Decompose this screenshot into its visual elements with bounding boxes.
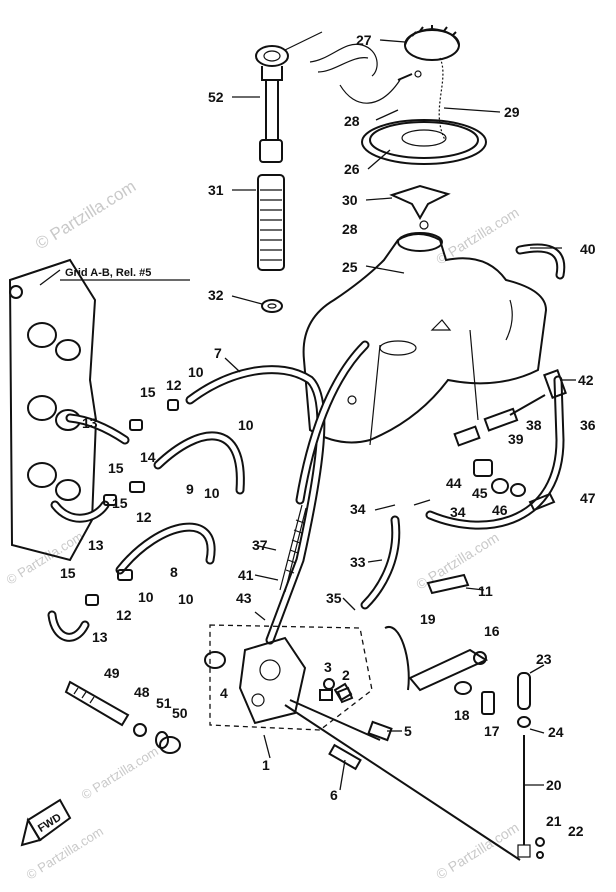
callout-47: 47	[580, 490, 596, 506]
callout-30: 30	[342, 192, 358, 208]
callout-50: 50	[172, 705, 188, 721]
hose-fittings	[85, 399, 179, 606]
callout-13: 13	[82, 415, 98, 431]
callout-34: 34	[450, 504, 466, 520]
callout-14: 14	[140, 449, 156, 465]
washer-3	[323, 678, 335, 690]
callout-26: 26	[344, 161, 360, 177]
callout-10: 10	[188, 364, 204, 380]
cap-wire	[309, 43, 422, 104]
callout-35: 35	[326, 590, 342, 606]
callout-46: 46	[492, 502, 508, 518]
bracket	[389, 184, 451, 221]
callout-16: 16	[484, 623, 500, 639]
callout-8: 8	[170, 564, 178, 580]
callout-13: 13	[92, 629, 108, 645]
link-parts	[64, 680, 181, 754]
callout-12: 12	[136, 509, 152, 525]
callout-12: 12	[116, 607, 132, 623]
callout-10: 10	[238, 417, 254, 433]
callout-13: 13	[88, 537, 104, 553]
callout-11: 11	[478, 583, 493, 599]
tank-cap	[404, 25, 460, 141]
forward-arrow: FWD	[20, 798, 72, 847]
callout-12: 12	[166, 377, 182, 393]
drain-parts	[473, 459, 556, 512]
callout-51: 51	[156, 695, 172, 711]
callout-40: 40	[580, 241, 596, 257]
callout-25: 25	[342, 259, 358, 275]
callout-24: 24	[548, 724, 564, 740]
connectors	[453, 369, 567, 447]
callout-34: 34	[350, 501, 366, 517]
callout-15: 15	[60, 565, 76, 581]
callout-36: 36	[580, 417, 596, 433]
screw-5	[367, 720, 393, 742]
callout-41: 41	[238, 567, 254, 583]
callout-7: 7	[214, 345, 222, 361]
callout-5: 5	[404, 723, 412, 739]
callout-44: 44	[446, 475, 462, 491]
plug-2	[333, 682, 353, 702]
callout-9: 9	[186, 481, 194, 497]
callout-21: 21	[546, 813, 562, 829]
leader-lines	[39, 39, 576, 791]
callout-labels: 27 52 28 29 26 31 30 28 40 25 32 7 10 12…	[60, 32, 596, 839]
callout-10: 10	[138, 589, 154, 605]
callout-10: 10	[204, 485, 220, 501]
callout-3: 3	[324, 659, 332, 675]
fuel-pump	[204, 636, 521, 861]
callout-15: 15	[108, 460, 124, 476]
callout-49: 49	[104, 665, 120, 681]
filler-pipe	[255, 31, 323, 313]
filler-ring	[361, 119, 487, 165]
callout-48: 48	[134, 684, 150, 700]
callout-15: 15	[112, 495, 128, 511]
hoses	[47, 340, 401, 645]
callout-19: 19	[420, 611, 436, 627]
callout-18: 18	[454, 707, 470, 723]
forward-label: FWD	[36, 811, 64, 834]
callout-10: 10	[178, 591, 194, 607]
callout-45: 45	[472, 485, 488, 501]
callout-28: 28	[342, 221, 358, 237]
callout-32: 32	[208, 287, 224, 303]
callout-1: 1	[262, 757, 270, 773]
callout-37: 37	[252, 537, 268, 553]
callout-22: 22	[568, 823, 584, 839]
reference-note: Grid A-B, Rel. #5	[65, 267, 151, 279]
callout-17: 17	[484, 723, 500, 739]
callout-20: 20	[546, 777, 562, 793]
watermark: © Partzilla.com	[433, 819, 521, 883]
fuel-tank	[302, 232, 548, 446]
watermark-group: © Partzilla.com © Partzilla.com © Partzi…	[4, 177, 522, 883]
callout-29: 29	[504, 104, 520, 120]
watermark: © Partzilla.com	[79, 743, 161, 802]
callout-38: 38	[526, 417, 542, 433]
callout-27: 27	[356, 32, 372, 48]
callout-31: 31	[208, 182, 224, 198]
callout-6: 6	[330, 787, 338, 803]
callout-43: 43	[236, 590, 252, 606]
clip-11	[426, 573, 470, 595]
callout-2: 2	[342, 667, 350, 683]
callout-52: 52	[208, 89, 224, 105]
pump-group-outline	[209, 624, 373, 731]
callout-42: 42	[578, 372, 594, 388]
rod-parts	[517, 672, 545, 859]
callout-28: 28	[344, 113, 360, 129]
callout-15: 15	[140, 384, 156, 400]
watermark: © Partzilla.com	[32, 177, 139, 254]
screw-6	[328, 743, 362, 771]
levers	[384, 626, 495, 715]
callout-39: 39	[508, 431, 524, 447]
callout-23: 23	[536, 651, 552, 667]
callout-4: 4	[220, 685, 228, 701]
callout-33: 33	[350, 554, 366, 570]
